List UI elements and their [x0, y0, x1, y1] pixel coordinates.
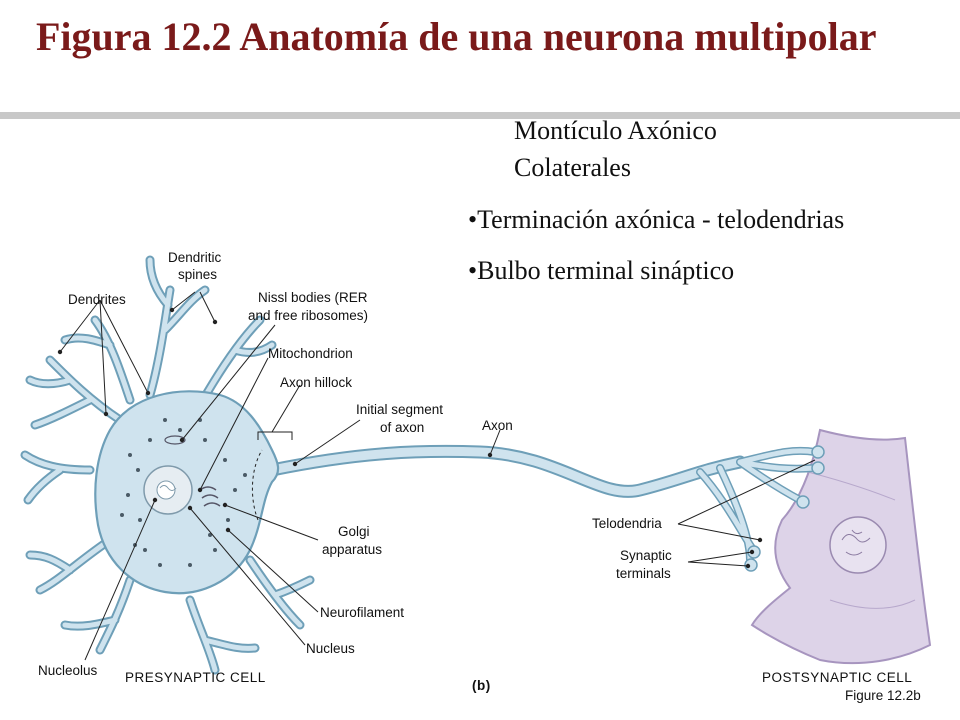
- leader-dots: [57, 307, 763, 569]
- label-dendrites: Dendrites: [68, 292, 126, 307]
- label-mitochondrion: Mitochondrion: [268, 346, 353, 361]
- label-synaptic-terminals-1: Synaptic: [620, 548, 672, 563]
- caption-postsynaptic-cell: POSTSYNAPTIC CELL: [762, 670, 912, 685]
- label-golgi-1: Golgi: [338, 524, 370, 539]
- presynaptic-soma: [94, 390, 280, 595]
- bullet-synaptic-bulb: Bulbo terminal sináptico: [468, 256, 734, 286]
- label-dendritic-spines-2: spines: [178, 267, 217, 282]
- title-divider: [0, 112, 960, 119]
- label-initial-segment-1: Initial segment: [356, 402, 443, 417]
- slide-title: Figura 12.2 Anatomía de una neurona mult…: [36, 14, 877, 59]
- note-collaterals: Colaterales: [514, 153, 631, 182]
- label-neurofilament: Neurofilament: [320, 605, 404, 620]
- dendrites: [20, 255, 315, 675]
- bullet-axon-terminal: Terminación axónica - telodendrias: [468, 205, 844, 235]
- note-axon-hillock: Montículo Axónico: [514, 116, 717, 145]
- label-nucleus: Nucleus: [306, 641, 355, 656]
- label-synaptic-terminals-2: terminals: [616, 566, 671, 581]
- label-axon: Axon: [482, 418, 513, 433]
- caption-panel-b: (b): [472, 678, 491, 693]
- caption-presynaptic-cell: PRESYNAPTIC CELL: [125, 670, 266, 685]
- label-axon-hillock: Axon hillock: [280, 375, 352, 390]
- label-nissl-bodies-2: and free ribosomes): [248, 308, 368, 323]
- label-nucleolus: Nucleolus: [38, 663, 98, 678]
- figure-reference: Figure 12.2b: [845, 688, 921, 703]
- label-dendritic-spines-1: Dendritic: [168, 250, 222, 265]
- leader-lines: [59, 291, 816, 661]
- label-telodendria: Telodendria: [592, 516, 662, 531]
- axon: [265, 444, 825, 572]
- label-nissl-bodies-1: Nissl bodies (RER: [258, 290, 368, 305]
- bullet-synaptic-bulb-text: Bulbo terminal sináptico: [477, 256, 735, 285]
- bullet-axon-terminal-text: Terminación axónica - telodendrias: [477, 205, 845, 234]
- postsynaptic-cell: [750, 428, 932, 665]
- axon-hillock-bracket: [257, 431, 293, 440]
- label-initial-segment-2: of axon: [380, 420, 424, 435]
- hillock-boundary: [251, 449, 263, 521]
- label-golgi-2: apparatus: [322, 542, 382, 557]
